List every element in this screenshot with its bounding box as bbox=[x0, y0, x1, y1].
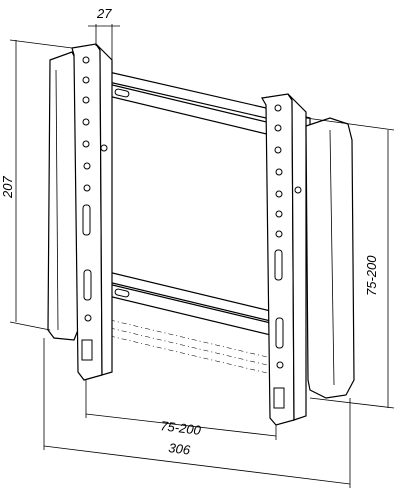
left-vertical-arm bbox=[71, 43, 113, 381]
right-vertical-arm bbox=[261, 93, 307, 426]
right-side-bracket bbox=[305, 117, 355, 399]
left-side-bracket bbox=[47, 51, 79, 341]
depth-label: 27 bbox=[96, 6, 112, 21]
cross-rails bbox=[99, 69, 311, 377]
dimension-lines bbox=[9, 24, 395, 488]
vesa-horizontal-label: 75-200 bbox=[160, 418, 203, 438]
width-label: 306 bbox=[168, 440, 192, 458]
height-label: 207 bbox=[0, 176, 15, 199]
vesa-vertical-label: 75-200 bbox=[364, 255, 379, 296]
